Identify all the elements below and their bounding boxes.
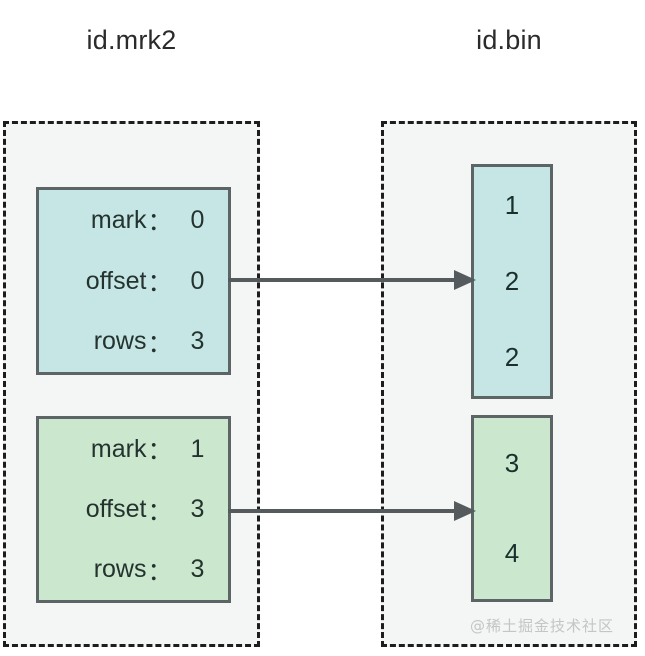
record-key: offset [85,495,147,523]
column-title-mrk2: id.mrk2 [86,25,177,55]
record-row: offset ： 0 [39,251,228,312]
record-row: rows ： 3 [39,311,228,372]
bin-value: 4 [504,538,520,569]
record-key: rows [93,555,147,584]
record-value: 1 [190,434,205,463]
record-value: 3 [190,495,205,523]
record-colon: ： [147,557,173,586]
bin-value: 3 [504,447,520,478]
bin-block-0: 1 2 2 [471,164,553,399]
arrow-mark-1-to-bin-1 [228,501,476,521]
record-row: offset ： 3 [39,479,228,539]
record-value: 3 [190,555,205,584]
bin-value: 1 [504,189,520,220]
record-key: mark [90,205,147,234]
record-key: mark [90,434,147,463]
record-value: 3 [190,327,205,356]
mark-record-box-0: mark ： 0 offset ： 0 rows ： 3 [36,187,231,375]
watermark-text: @稀土掘金技术社区 [470,617,615,635]
record-colon: ： [147,437,173,466]
record-key: rows [93,327,147,356]
record-row: mark ： 1 [39,419,228,479]
record-row: rows ： 3 [39,540,228,600]
record-value: 0 [190,205,205,234]
record-colon: ： [147,329,173,358]
record-value: 0 [190,266,205,295]
record-row: mark ： 0 [39,190,228,251]
mark-record-box-1: mark ： 1 offset ： 3 rows ： 3 [36,416,231,603]
bin-value: 2 [504,265,520,296]
arrow-mark-0-to-bin-0 [228,270,476,290]
record-colon: ： [147,208,173,237]
column-title-bin: id.bin [476,25,542,55]
bin-value: 2 [504,342,520,373]
record-key: offset [85,266,147,295]
record-colon: ： [147,269,173,297]
bin-block-1: 3 4 [471,415,553,602]
record-colon: ： [147,497,173,526]
